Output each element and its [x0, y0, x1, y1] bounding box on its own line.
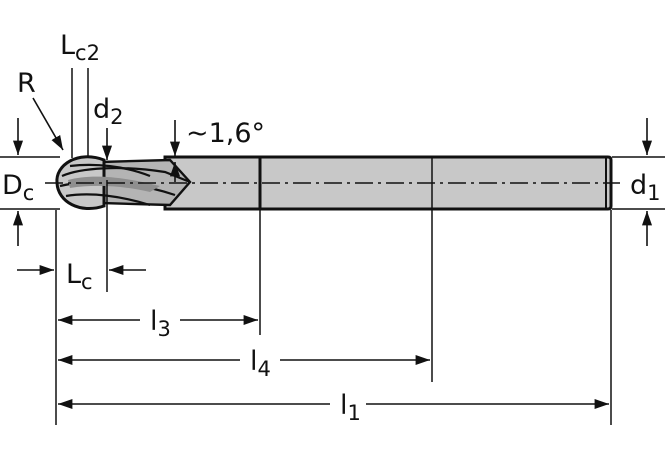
r-leader [32, 97, 64, 151]
label-d2: d2 [93, 94, 124, 129]
label-r: R [17, 68, 36, 99]
label-l4: l4 [250, 346, 271, 381]
label-dc: Dc [2, 170, 34, 205]
label-l1: l1 [340, 390, 361, 425]
label-d1: d1 [630, 170, 661, 205]
flute-shade [68, 176, 160, 192]
label-lc: Lc [66, 259, 93, 294]
label-l3: l3 [150, 306, 171, 341]
extension-lines [0, 68, 665, 425]
label-lc2: Lc2 [60, 30, 100, 65]
label-angle: ~1,6° [186, 118, 265, 149]
